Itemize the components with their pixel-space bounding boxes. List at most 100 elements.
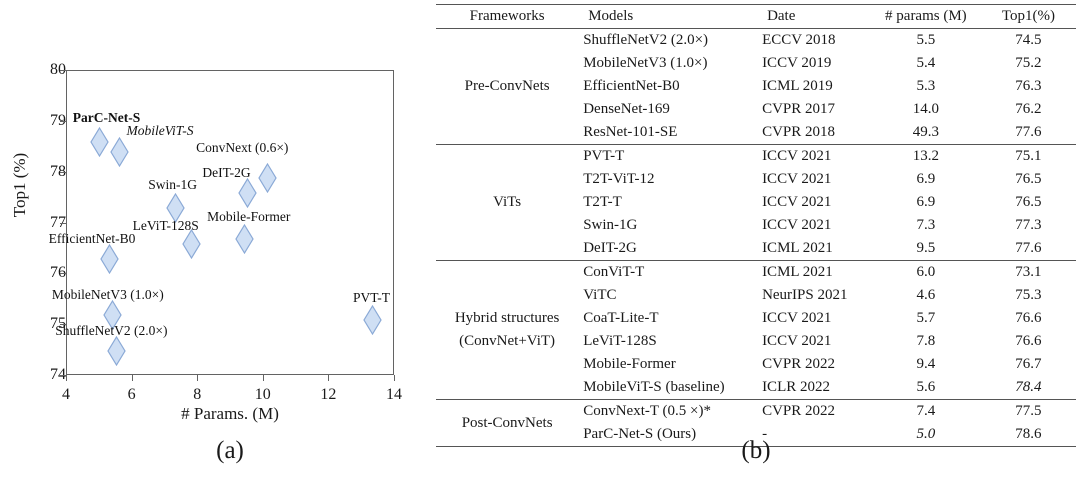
- params-cell: 5.6: [916, 379, 936, 395]
- top1-cell: 76.5: [1015, 194, 1042, 210]
- y-tick-label: 78: [50, 162, 66, 180]
- params-cell: 5.4: [916, 55, 936, 71]
- top1-cell: 76.5: [1015, 171, 1042, 187]
- data-point-marker: [90, 127, 109, 158]
- date-cell: ICCV 2019: [762, 55, 832, 71]
- framework-label-line2: (ConvNet+ViT): [459, 333, 556, 349]
- top1-cell: 75.3: [1015, 287, 1042, 303]
- header-frameworks: Frameworks: [469, 8, 545, 24]
- date-cell: ICCV 2021: [762, 310, 832, 326]
- y-axis-label: Top1 (%): [10, 152, 29, 218]
- y-tick-label: 79: [50, 111, 66, 129]
- y-tick-label: 75: [50, 315, 66, 333]
- x-axis-label: # Params. (M): [181, 404, 279, 423]
- date-cell: ICCV 2021: [762, 171, 832, 187]
- data-point-marker: [182, 228, 201, 259]
- data-point-marker: [234, 223, 254, 254]
- y-tick-mark: [60, 375, 66, 376]
- params-cell: 6.9: [916, 194, 936, 210]
- params-cell: 6.9: [916, 171, 936, 187]
- params-cell: 7.4: [916, 403, 936, 419]
- date-cell: ICCV 2021: [762, 333, 832, 349]
- header-date: Date: [767, 8, 796, 24]
- params-cell: 4.6: [916, 287, 936, 303]
- y-tick-mark: [60, 324, 66, 326]
- model-cell: LeViT-128S: [583, 333, 657, 349]
- date-cell: NeurIPS 2021: [762, 287, 848, 303]
- model-cell: MobileNetV3 (1.0×): [583, 55, 708, 71]
- x-tick-label: 4: [62, 386, 70, 403]
- table-row[interactable]: T2T-T ICCV 2021 6.9 76.5: [436, 191, 1076, 214]
- framework-label-line1: Hybrid structures: [454, 310, 560, 326]
- params-cell: 14.0: [912, 101, 939, 117]
- params-cell: 7.3: [916, 217, 936, 233]
- plot-area: [66, 70, 394, 375]
- date-cell: ICLR 2022: [762, 379, 830, 395]
- params-cell: 13.2: [912, 148, 939, 164]
- top1-cell: 76.6: [1015, 333, 1042, 349]
- top1-cell: 78.6: [1015, 426, 1042, 442]
- x-tick-label: 8: [193, 386, 202, 403]
- y-tick-mark: [60, 273, 66, 275]
- params-cell: 5.0: [916, 426, 936, 442]
- top1-cell: 76.3: [1015, 78, 1042, 94]
- data-point-marker: [238, 178, 257, 208]
- x-tick-mark: [197, 375, 199, 381]
- data-point-marker: [103, 300, 123, 330]
- top1-cell: 77.6: [1015, 124, 1042, 140]
- table-row[interactable]: Hybrid structures (ConvNet+ViT) ConViT-T IC…: [436, 260, 1076, 349]
- x-tick-label: 6: [127, 386, 136, 403]
- params-cell: 5.7: [916, 310, 936, 326]
- y-tick-mark: [60, 70, 66, 71]
- x-tick-label: 12: [320, 386, 337, 403]
- model-cell: ParC-Net-S (Ours): [583, 426, 697, 442]
- x-tick-label: 10: [254, 386, 271, 403]
- model-cell: ShuffleNetV2 (2.0×): [583, 32, 709, 48]
- model-cell: ViTC: [583, 287, 617, 303]
- y-tick-label: 76: [50, 264, 66, 282]
- model-cell: DenseNet-169: [583, 101, 670, 117]
- model-cell: T2T-T: [583, 194, 622, 210]
- data-point-label: ConvNext (0.6×): [196, 139, 289, 155]
- framework-cell: Post-ConvNets: [461, 414, 553, 431]
- params-cell: 5.5: [916, 32, 936, 48]
- date-cell: CVPR 2017: [762, 101, 835, 117]
- data-point-marker: [166, 193, 185, 224]
- params-cell: 5.3: [916, 78, 936, 94]
- date-cell: ICCV 2021: [762, 217, 832, 233]
- date-cell: ICCV 2021: [762, 194, 832, 210]
- table-row[interactable]: ViTC NeurIPS 2021 4.6 75.3: [436, 284, 1076, 307]
- date-cell: CVPR 2022: [762, 403, 835, 419]
- top1-cell: 76.7: [1015, 356, 1042, 372]
- x-tick-mark: [262, 375, 264, 381]
- comparison-table: Frameworks Models Date # params (M) Top1…: [436, 4, 1076, 447]
- top1-cell: 75.1: [1015, 148, 1042, 164]
- model-cell: EfficientNet-B0: [583, 78, 680, 94]
- framework-cell: Pre-ConvNets: [464, 78, 550, 94]
- model-cell: ConViT-T: [583, 264, 645, 280]
- data-point-label: Swin-1G: [148, 177, 197, 193]
- table-header: Frameworks Models Date # params (M) Top1…: [436, 4, 1076, 29]
- top1-cell: 77.6: [1015, 240, 1042, 256]
- top1-cell: 73.1: [1015, 264, 1042, 280]
- model-cell: MobileViT-S (baseline): [583, 379, 725, 395]
- date-cell: CVPR 2022: [762, 356, 835, 372]
